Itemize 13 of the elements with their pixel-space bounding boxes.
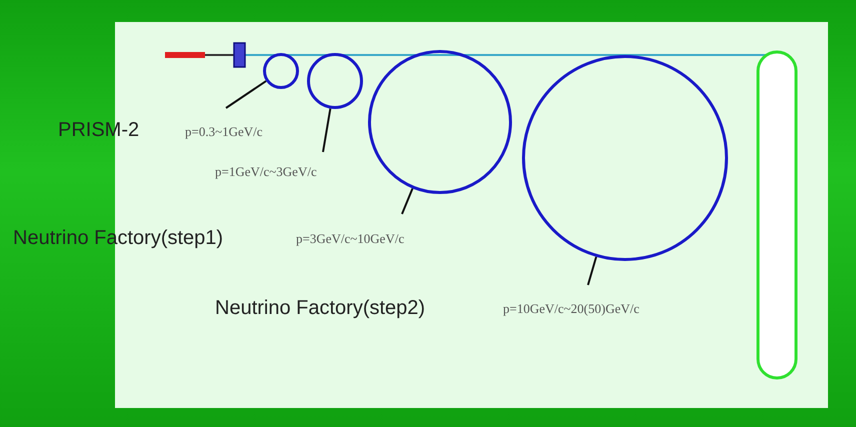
leader-line <box>225 80 267 109</box>
accelerator-ring <box>368 50 512 194</box>
momentum-label: p=3GeV/c~10GeV/c <box>296 232 404 245</box>
accelerator-ring <box>263 53 299 89</box>
momentum-label: p=10GeV/c~20(50)GeV/c <box>503 302 640 315</box>
leader-line <box>587 256 598 286</box>
momentum-label: p=0.3~1GeV/c <box>185 125 263 138</box>
accelerator-ring <box>307 53 363 109</box>
facility-label: Neutrino Factory(step2) <box>215 298 426 318</box>
accelerator-ring <box>522 55 728 261</box>
leader-line <box>401 188 414 214</box>
leader-line <box>322 108 332 152</box>
momentum-label: p=1GeV/c~3GeV/c <box>215 165 317 178</box>
